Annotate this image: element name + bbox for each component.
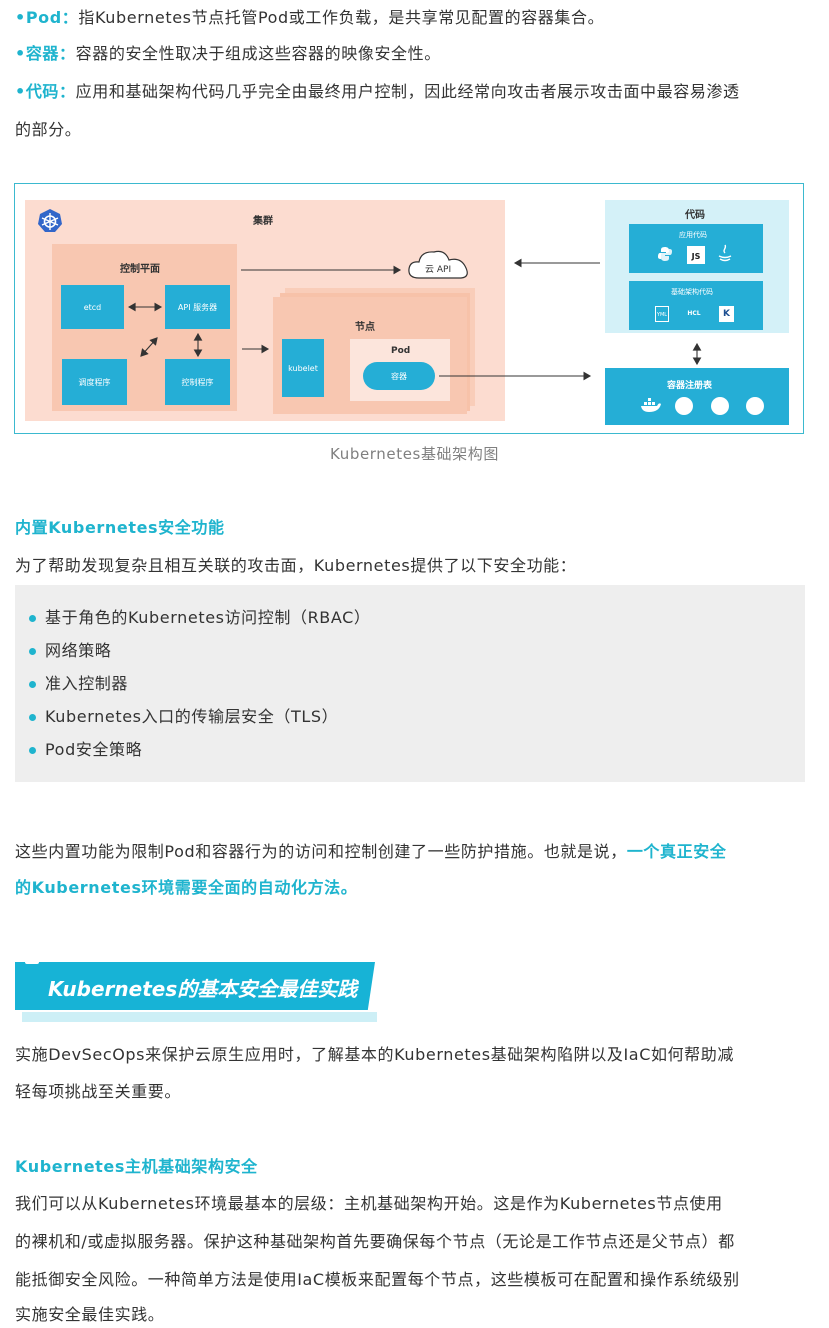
code-label: •代码：: [15, 82, 76, 101]
container-label: •容器：: [15, 44, 76, 63]
list-item: 网络策略: [45, 641, 112, 660]
host-heading: Kubernetes主机基础架构安全: [15, 1157, 258, 1176]
builtin-paragraph-line-2: 的Kubernetes环境需要全面的自动化方法。: [15, 878, 358, 897]
node-title: 节点: [355, 322, 375, 333]
intro-code-line-2: 的部分。: [15, 120, 82, 139]
security-feature-list: 基于角色的Kubernetes访问控制（RBAC） 网络策略 准入控制器 Kub…: [15, 585, 805, 782]
bullet-icon: [29, 615, 36, 622]
quay-icon: [675, 397, 693, 415]
js-icon: JS: [687, 246, 705, 264]
host-line-4: 实施安全最佳实践。: [15, 1305, 165, 1324]
yaml-icon: YML: [655, 306, 669, 322]
registry-panel: [605, 368, 789, 425]
builtin-intro: 为了帮助发现复杂且相互关联的攻击面，Kubernetes提供了以下安全功能：: [15, 556, 577, 575]
code-text-1: 应用和基础架构代码几乎完全由最终用户控制，因此经常向攻击者展示攻击面中最容易渗透: [75, 82, 740, 101]
bullet-icon: [29, 714, 36, 721]
kubernetes-icon: [37, 208, 63, 234]
docker-icon: [640, 398, 662, 414]
builtin-heading: 内置Kubernetes安全功能: [15, 518, 225, 537]
host-line-2: 的裸机和/或虚拟服务器。保护这种基础架构首先要确保每个节点（无论是工作节点还是父…: [15, 1232, 735, 1251]
container-pill: 容器: [363, 362, 435, 390]
section-paragraph-line-2: 轻每项挑战至关重要。: [15, 1082, 182, 1101]
kustomize-icon: K: [719, 306, 734, 322]
control-plane-title: 控制平面: [120, 264, 160, 275]
bullet-icon: [29, 747, 36, 754]
java-icon: [717, 244, 733, 264]
controller-tile: 控制程序: [165, 359, 230, 405]
kubelet-tile: kubelet: [282, 339, 324, 397]
infra-code-tile: [629, 281, 763, 330]
artifactory-icon: [711, 397, 729, 415]
pod-label: •Pod：: [15, 8, 79, 27]
cluster-title: 集群: [253, 216, 273, 227]
kubernetes-architecture-diagram: 集群 控制平面 etcd API 服务器 调度程序 控制程序 节点 kubele…: [14, 183, 804, 434]
section-paragraph-line-1: 实施DevSecOps来保护云原生应用时，了解基本的Kubernetes基础架构…: [15, 1045, 734, 1064]
github-icon: [746, 397, 764, 415]
banner-tab: [25, 956, 39, 964]
bullet-icon: [29, 648, 36, 655]
section-banner: [15, 962, 375, 1010]
etcd-tile: etcd: [61, 285, 124, 329]
api-server-tile: API 服务器: [165, 285, 230, 329]
pod-text: 指Kubernetes节点托管Pod或工作负载，是共享常见配置的容器集合。: [78, 8, 605, 27]
banner-shadow: [22, 1012, 377, 1022]
bullet-icon: [29, 681, 36, 688]
intro-container-line: •容器：容器的安全性取决于组成这些容器的映像安全性。: [15, 42, 441, 66]
cloud-api-label: 云 API: [425, 265, 452, 275]
cloud-icon: [405, 246, 475, 282]
list-item: Pod安全策略: [45, 740, 143, 759]
host-line-3: 能抵御安全风险。一种简单方法是使用IaC模板来配置每个节点，这些模板可在配置和操…: [15, 1270, 740, 1289]
list-item: 准入控制器: [45, 674, 129, 693]
list-item: 基于角色的Kubernetes访问控制（RBAC）: [45, 608, 371, 627]
infra-code-label: 基础架构代码: [671, 288, 713, 296]
hcl-icon: HCL: [687, 310, 701, 317]
scheduler-tile: 调度程序: [62, 359, 127, 405]
container-text: 容器的安全性取决于组成这些容器的映像安全性。: [75, 44, 441, 63]
registry-title: 容器注册表: [667, 381, 713, 391]
builtin-paragraph-text: 这些内置功能为限制Pod和容器行为的访问和控制创建了一些防护措施。也就是说，: [15, 842, 627, 861]
section-banner-title: Kubernetes的基本安全最佳实践: [48, 977, 358, 1001]
intro-code-line: •代码：应用和基础架构代码几乎完全由最终用户控制，因此经常向攻击者展示攻击面中最…: [15, 80, 740, 104]
builtin-paragraph-highlight: 一个真正安全: [626, 842, 727, 861]
pod-title: Pod: [391, 346, 411, 356]
app-code-label: 应用代码: [679, 231, 707, 239]
python-icon: [657, 246, 673, 262]
code-title: 代码: [685, 210, 705, 221]
diagram-caption: Kubernetes基础架构图: [330, 445, 499, 463]
list-item: Kubernetes入口的传输层安全（TLS）: [45, 707, 339, 726]
diagram-arrows: [127, 258, 702, 381]
builtin-paragraph-line-1: 这些内置功能为限制Pod和容器行为的访问和控制创建了一些防护措施。也就是说，一个…: [15, 840, 726, 864]
host-line-1: 我们可以从Kubernetes环境最基本的层级：主机基础架构开始。这是作为Kub…: [15, 1194, 723, 1213]
intro-pod-line: •Pod：指Kubernetes节点托管Pod或工作负载，是共享常见配置的容器集…: [15, 6, 604, 30]
